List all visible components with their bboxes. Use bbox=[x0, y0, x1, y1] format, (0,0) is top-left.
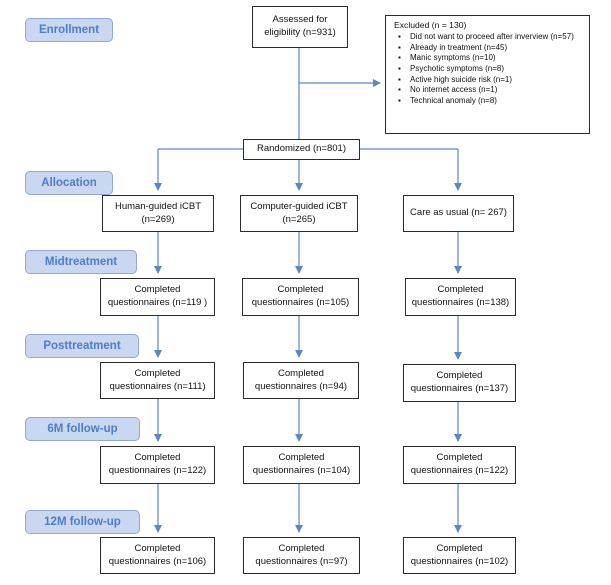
assessed-eligibility-box: Assessed for eligibility (n=931) bbox=[252, 6, 348, 48]
arm1-posttreatment-box: Completed questionnaires (n=111) bbox=[100, 362, 215, 399]
questionnaires-count: questionnaires (n=97) bbox=[255, 555, 348, 567]
completed-label: Completed bbox=[134, 367, 181, 379]
completed-label: Completed bbox=[436, 542, 483, 554]
excluded-title: Excluded (n = 130) bbox=[394, 20, 467, 30]
arm-n: (n=269) bbox=[141, 213, 175, 225]
arm2-posttreatment-box: Completed questionnaires (n=94) bbox=[243, 362, 359, 399]
completed-label: Completed bbox=[436, 452, 483, 464]
questionnaires-count: questionnaires (n=119 ) bbox=[107, 297, 208, 308]
arm1-12m-followup-box: Completed questionnaires (n=106) bbox=[100, 537, 215, 574]
arm3-midtreatment-box: Completed questionnaires (n=138) bbox=[405, 278, 516, 316]
arm1-midtreatment-box: Completed questionnaires (n=119 ) bbox=[100, 278, 215, 316]
arm-computer-guided-box: Computer-guided iCBT (n=265) bbox=[240, 195, 358, 232]
stage-posttreatment: Posttreatment bbox=[25, 334, 139, 358]
arm3-6m-followup-box: Completed questionnaires (n=122) bbox=[403, 446, 516, 484]
excluded-reasons-list: Did not want to proceed after inverview … bbox=[394, 32, 583, 106]
assessed-line-2: eligibility (n=931) bbox=[264, 27, 336, 38]
questionnaires-count: questionnaires (n=106) bbox=[108, 555, 207, 567]
completed-label: Completed bbox=[436, 370, 483, 382]
stage-midtreatment: Midtreatment bbox=[25, 250, 137, 274]
arm3-12m-followup-box: Completed questionnaires (n=102) bbox=[403, 537, 516, 574]
arm-human-guided-box: Human-guided iCBT (n=269) bbox=[102, 195, 214, 232]
completed-label: Completed bbox=[134, 284, 181, 296]
excluded-reason: Psychotic symptoms (n=8) bbox=[398, 64, 583, 75]
completed-label: Completed bbox=[134, 542, 181, 554]
questionnaires-count: questionnaires (n=138) bbox=[411, 297, 510, 308]
arm2-12m-followup-box: Completed questionnaires (n=97) bbox=[243, 537, 360, 574]
excluded-reason: Did not want to proceed after inverview … bbox=[398, 32, 583, 43]
questionnaires-count: questionnaires (n=122) bbox=[410, 465, 509, 476]
arm-n: (n=265) bbox=[282, 213, 316, 225]
completed-label: Completed bbox=[278, 367, 324, 379]
excluded-reason: Active high suicide risk (n=1) bbox=[398, 75, 583, 86]
excluded-reason: No internet access (n=1) bbox=[398, 85, 583, 96]
arm-name: Care as usual (n= 267) bbox=[410, 207, 507, 219]
arm-name: Human-guided iCBT bbox=[114, 200, 202, 212]
questionnaires-count: questionnaires (n=105) bbox=[251, 297, 350, 308]
questionnaires-count: questionnaires (n=137) bbox=[410, 383, 509, 394]
stage-allocation: Allocation bbox=[25, 171, 113, 195]
stage-12m-follow-up: 12M follow-up bbox=[25, 510, 140, 534]
completed-label: Completed bbox=[278, 452, 325, 464]
randomized-box: Randomized (n=801) bbox=[243, 139, 360, 160]
questionnaires-count: questionnaires (n=102) bbox=[410, 555, 509, 567]
arm1-6m-followup-box: Completed questionnaires (n=122) bbox=[100, 446, 215, 484]
arm-care-as-usual-box: Care as usual (n= 267) bbox=[403, 195, 514, 232]
excluded-box: Excluded (n = 130) Did not want to proce… bbox=[385, 15, 590, 134]
excluded-reason: Manic symptoms (n=10) bbox=[398, 53, 583, 64]
completed-label: Completed bbox=[277, 284, 324, 296]
arm-name: Computer-guided iCBT bbox=[250, 200, 348, 212]
questionnaires-count: questionnaires (n=94) bbox=[254, 380, 348, 392]
completed-label: Completed bbox=[278, 542, 325, 554]
questionnaires-count: questionnaires (n=104) bbox=[252, 465, 351, 476]
excluded-reason: Technical anomaly (n=8) bbox=[398, 96, 583, 107]
arm2-midtreatment-box: Completed questionnaires (n=105) bbox=[242, 278, 359, 316]
arm2-6m-followup-box: Completed questionnaires (n=104) bbox=[243, 446, 360, 484]
completed-label: Completed bbox=[437, 284, 484, 296]
questionnaires-count: questionnaires (n=111) bbox=[109, 380, 206, 392]
stage-6m-follow-up: 6M follow-up bbox=[25, 417, 140, 441]
arm3-posttreatment-box: Completed questionnaires (n=137) bbox=[403, 364, 516, 402]
stage-enrollment: Enrollment bbox=[25, 18, 113, 42]
randomized-label: Randomized (n=801) bbox=[257, 143, 346, 155]
excluded-reason: Already in treatment (n=45) bbox=[398, 43, 583, 54]
completed-label: Completed bbox=[134, 452, 181, 464]
assessed-line-1: Assessed for bbox=[272, 14, 328, 26]
questionnaires-count: questionnaires (n=122) bbox=[108, 465, 207, 476]
